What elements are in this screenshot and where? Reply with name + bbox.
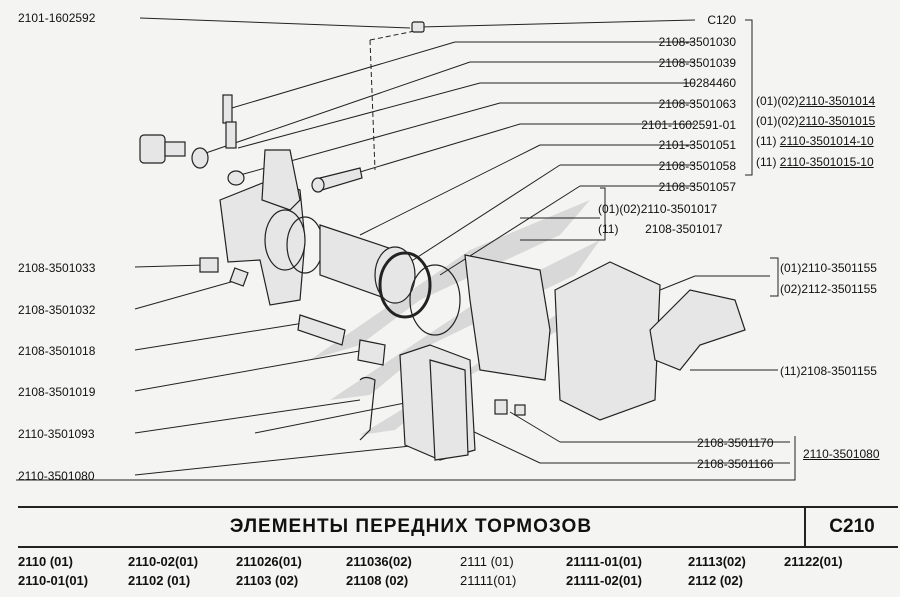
- clip-part: [514, 404, 526, 416]
- lock-plate-part: [229, 267, 249, 287]
- piston-face-part: [374, 246, 416, 304]
- label-2108-3501063: 2108-3501063: [658, 97, 736, 111]
- model-item: 21102 (01): [128, 573, 191, 588]
- model-item: 2112 (02): [688, 573, 743, 588]
- title-bar: ЭЛЕМЕНТЫ ПЕРЕДНИХ ТОРМОЗОВ C210: [18, 506, 898, 548]
- label-2110-3501080-assembly: 2110-3501080: [803, 447, 880, 461]
- label-2108-3501033: 2108-3501033: [18, 261, 96, 275]
- model-item: 21111(01): [460, 573, 517, 588]
- model-item: 21113(02): [688, 554, 746, 569]
- model-item: 211036(02): [346, 554, 412, 569]
- pad-carrier-part: [464, 254, 551, 381]
- model-item: 21108 (02): [346, 573, 409, 588]
- label-2108-3501032: 2108-3501032: [18, 303, 96, 317]
- bolt-part: [199, 257, 219, 273]
- model-item: 21111-02(01): [566, 573, 642, 588]
- bolt-thread-part: [164, 141, 186, 157]
- label-2110-3501093: 2110-3501093: [18, 427, 95, 441]
- model-item: 21103 (02): [236, 573, 299, 588]
- valve-part: [225, 121, 237, 149]
- brake-pad-front-part: [429, 359, 469, 461]
- pipe-part: [319, 167, 363, 191]
- label-2108-3501058: 2108-3501058: [658, 159, 736, 173]
- o-ring-part: [227, 170, 245, 186]
- guide-bolt-part: [139, 134, 166, 164]
- label-2108-3501057: 2108-3501057: [658, 180, 736, 194]
- label-right-2: (01)(02)2110-3501015: [756, 114, 876, 128]
- label-2101-1602592: 2101-1602592: [18, 11, 96, 25]
- label-2108-3501166: 2108-3501166: [697, 457, 774, 471]
- washer-part: [191, 147, 209, 169]
- label-2101-1602591-01: 2101-1602591-01: [641, 118, 736, 132]
- bleeder-part: [222, 94, 233, 124]
- model-item: 2110-02(01): [128, 554, 199, 569]
- label-2110-3501080-left: 2110-3501080: [18, 469, 95, 483]
- label-right-mid-2: (02)2112-3501155: [780, 282, 877, 296]
- label-c120: C120: [707, 13, 736, 27]
- cylinder-bore-part: [264, 209, 306, 271]
- retaining-ring-part: [409, 264, 461, 336]
- model-item: 211026(01): [236, 554, 302, 569]
- label-2108-3501170: 2108-3501170: [697, 436, 774, 450]
- pipe-end-part: [311, 177, 325, 193]
- model-item: 2111 (01): [460, 554, 514, 569]
- label-mid-1: (01)(02)2110-3501017: [598, 202, 718, 216]
- label-right-3: (11) 2110-3501014-10: [756, 134, 874, 148]
- spring-part: [494, 399, 508, 415]
- label-right-mid-1: (01)2110-3501155: [780, 261, 877, 275]
- label-right-1: (01)(02)2110-3501014: [756, 94, 876, 108]
- shield-part: [649, 289, 746, 371]
- label-10284460: 10284460: [682, 76, 736, 90]
- parts-diagram: [16, 17, 796, 481]
- model-item: 2110 (01): [18, 554, 73, 569]
- model-item: 2110-01(01): [18, 573, 89, 588]
- cap-part: [411, 21, 425, 33]
- section-code: C210: [804, 508, 898, 546]
- label-mid-2: (11) 2108-3501017: [598, 222, 723, 236]
- page-title: ЭЛЕМЕНТЫ ПЕРЕДНИХ ТОРМОЗОВ: [229, 516, 593, 537]
- label-2101-3501051: 2101-3501051: [658, 138, 736, 152]
- model-item: 21122(01): [784, 554, 843, 569]
- guide-pin-part: [297, 314, 346, 346]
- label-2108-3501039: 2108-3501039: [658, 56, 736, 70]
- label-2108-3501018: 2108-3501018: [18, 344, 96, 358]
- label-right-4: (11) 2110-3501015-10: [756, 155, 874, 169]
- label-2108-3501030: 2108-3501030: [658, 35, 736, 49]
- boot-part: [357, 339, 386, 366]
- label-2108-3501019: 2108-3501019: [18, 385, 96, 399]
- dust-boot-part: [378, 251, 432, 319]
- anchor-bracket-part: [554, 261, 661, 421]
- label-2108-3501155: (11)2108-3501155: [780, 364, 877, 378]
- model-item: 21111-01(01): [566, 554, 642, 569]
- wear-sensor-part: [359, 376, 376, 441]
- caliper-bracket-part: [261, 149, 301, 211]
- parts: [139, 21, 746, 461]
